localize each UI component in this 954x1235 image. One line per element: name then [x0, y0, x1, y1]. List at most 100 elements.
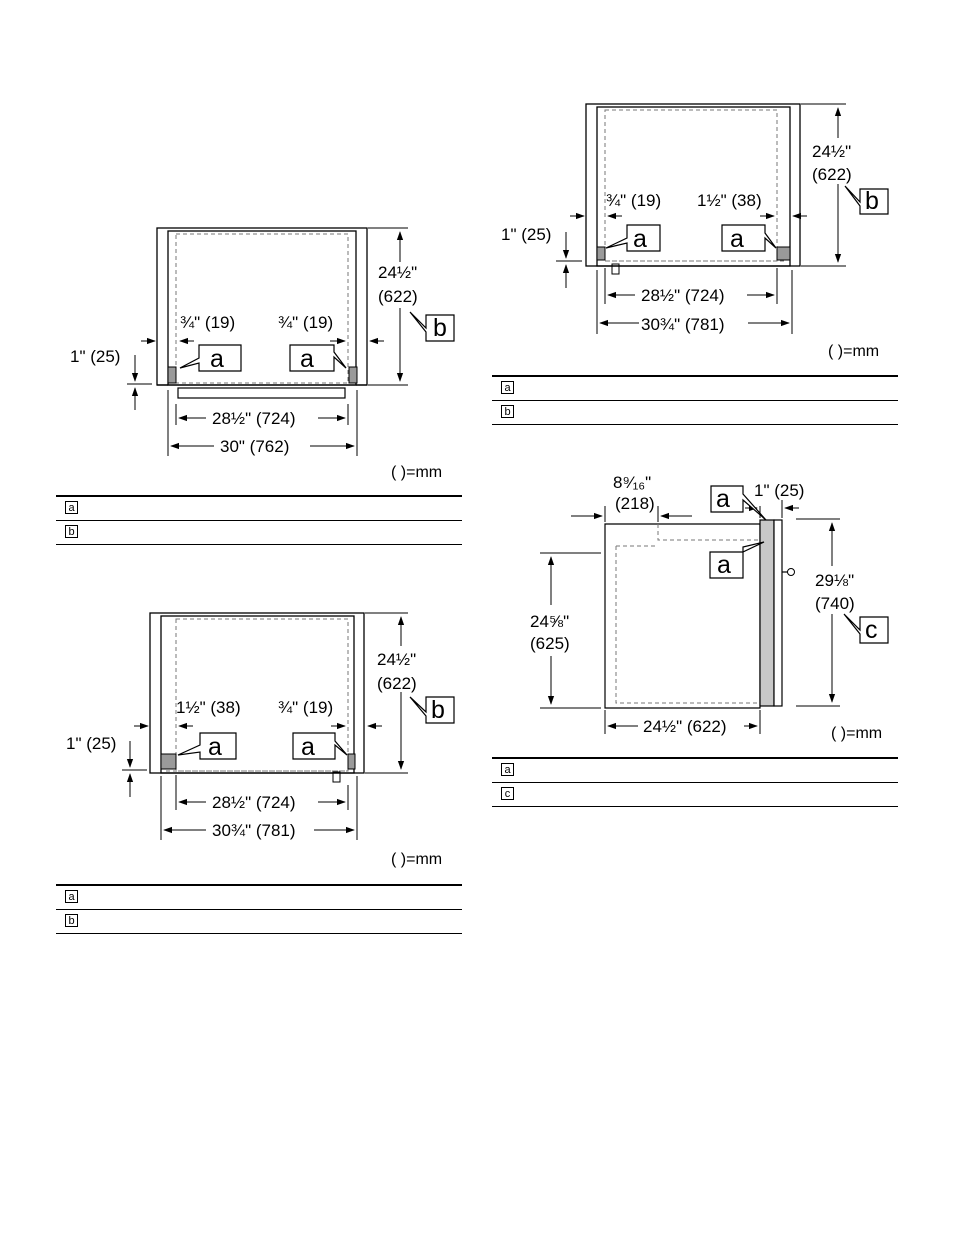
callout-a-left: a [605, 224, 661, 253]
legend-key: b [65, 525, 78, 538]
top-offset-dimension-inches: 8⁹⁄₁₆" [613, 473, 651, 492]
height-dimension: 1" (25) [66, 734, 116, 753]
diagram-4-side-view: 8⁹⁄₁₆" (218) 1" (25) a a 29⅛" (740) c [530, 473, 889, 736]
appliance-outline-dashed [175, 618, 349, 772]
appliance-outline-dashed [615, 524, 758, 704]
height-dimension: 1" (25) [70, 347, 120, 366]
callout-a-right: a [289, 344, 347, 373]
legend-key: b [501, 405, 514, 418]
spacer-right [347, 753, 356, 770]
legend-key: a [65, 501, 78, 514]
callout-a-left: a [179, 344, 242, 373]
legend-row: b [56, 909, 462, 934]
depth-dimension-inches: 24½" [812, 142, 851, 161]
callout-a-letter: a [716, 485, 730, 513]
legend-table-2: a b [56, 884, 462, 934]
left-height-dimension-mm: (625) [530, 634, 570, 653]
outer-width-dimension: 30¾" (781) [641, 315, 725, 334]
callout-b-letter: b [431, 696, 445, 724]
callout-a-letter: a [633, 225, 647, 253]
legend-row: b [56, 520, 462, 545]
callout-a-right: a [292, 732, 348, 761]
legend-row: a [56, 884, 462, 909]
depth-dimension-inches: 24½" [378, 263, 417, 282]
diagram-3-offset-installation: 24½" (622) b ¾" (19) 1½" (38) a a 1" (25… [501, 103, 889, 334]
callout-a-letter: a [208, 733, 222, 761]
legend-row: b [492, 400, 898, 425]
legend-table-3: a b [492, 375, 898, 425]
unit-note-2: ( )=mm [391, 851, 443, 868]
outer-width-dimension: 30¾" (781) [212, 821, 296, 840]
hinge-symbol [611, 263, 620, 275]
callout-a-left: a [177, 732, 237, 761]
callout-b-letter: b [865, 187, 879, 215]
left-height-dimension-inches: 24⅝" [530, 612, 569, 631]
legend-key: a [501, 381, 514, 394]
unit-note-4: ( )=mm [831, 725, 883, 742]
diagram-2-offset-installation: 24½" (622) b 1½" (38) ¾" (19) a a 1" (25… [66, 612, 455, 840]
right-gap-dimension: ¾" (19) [278, 313, 333, 332]
inner-width-dimension: 28½" (724) [212, 409, 296, 428]
door-handle [177, 387, 346, 399]
legend-key: c [501, 787, 514, 800]
legend-table-1: a b [56, 495, 462, 545]
callout-a-letter: a [210, 345, 224, 373]
legend-key: a [65, 890, 78, 903]
cabinet-outline [156, 227, 368, 386]
left-gap-dimension: 1½" (38) [176, 698, 241, 717]
legend-row: a [492, 375, 898, 400]
callout-a-letter: a [301, 733, 315, 761]
unit-note-3: ( )=mm [828, 343, 880, 360]
height-dimension-mm: (740) [815, 594, 855, 613]
left-gap-dimension: ¾" (19) [606, 191, 661, 210]
legend-row: a [492, 757, 898, 782]
door-front [773, 519, 783, 707]
hinge-symbol [332, 771, 341, 783]
right-gap-dimension: ¾" (19) [278, 698, 333, 717]
inner-width-dimension: 28½" (724) [212, 793, 296, 812]
cabinet-inner-outline [167, 230, 357, 386]
callout-a-letter: a [730, 225, 744, 253]
callout-b: b [844, 185, 889, 215]
legend-key: b [65, 914, 78, 927]
appliance-outline-dashed [175, 233, 349, 384]
callout-b-letter: b [433, 314, 447, 342]
depth-dimension-mm: (622) [812, 165, 852, 184]
left-gap-dimension: ¾" (19) [180, 313, 235, 332]
callout-b: b [409, 311, 455, 342]
door-thickness-dimension: 1" (25) [754, 481, 804, 500]
legend-key: a [501, 763, 514, 776]
height-dimension: 1" (25) [501, 225, 551, 244]
depth-dimension-mm: (622) [378, 287, 418, 306]
spacer-left [167, 366, 177, 384]
depth-dimension-inches: 24½" [377, 650, 416, 669]
callout-c: c [843, 613, 889, 644]
inner-width-dimension: 28½" (724) [641, 286, 725, 305]
callout-a-side: a [709, 541, 765, 579]
callout-b: b [409, 696, 455, 724]
legend-table-4: a c [492, 757, 898, 807]
callout-a-letter: a [300, 345, 314, 373]
right-gap-dimension: 1½" (38) [697, 191, 762, 210]
legend-row: a [56, 495, 462, 520]
diagram-1-flush-installation: 24½" (622) b ¾" (19) ¾" (19) a a 1" (25) [70, 227, 455, 456]
callout-a-right: a [721, 224, 777, 253]
depth-dimension: 24½" (622) [643, 717, 727, 736]
door-handle [787, 568, 795, 576]
spacer-left [160, 753, 177, 770]
outer-width-dimension: 30" (762) [220, 437, 289, 456]
legend-row: c [492, 782, 898, 807]
door-panel [759, 519, 775, 707]
depth-dimension-mm: (622) [377, 674, 417, 693]
callout-c-letter: c [865, 616, 878, 644]
callout-a-top: a [710, 485, 767, 521]
height-dimension-inches: 29⅛" [815, 571, 854, 590]
spacer-left [596, 246, 606, 261]
spacer-right [348, 366, 358, 384]
cabinet-side-outline [604, 523, 761, 709]
callout-a-letter: a [717, 551, 731, 579]
unit-note-1: ( )=mm [391, 464, 443, 481]
spacer-right [776, 246, 791, 261]
top-offset-dimension-mm: (218) [615, 494, 655, 513]
